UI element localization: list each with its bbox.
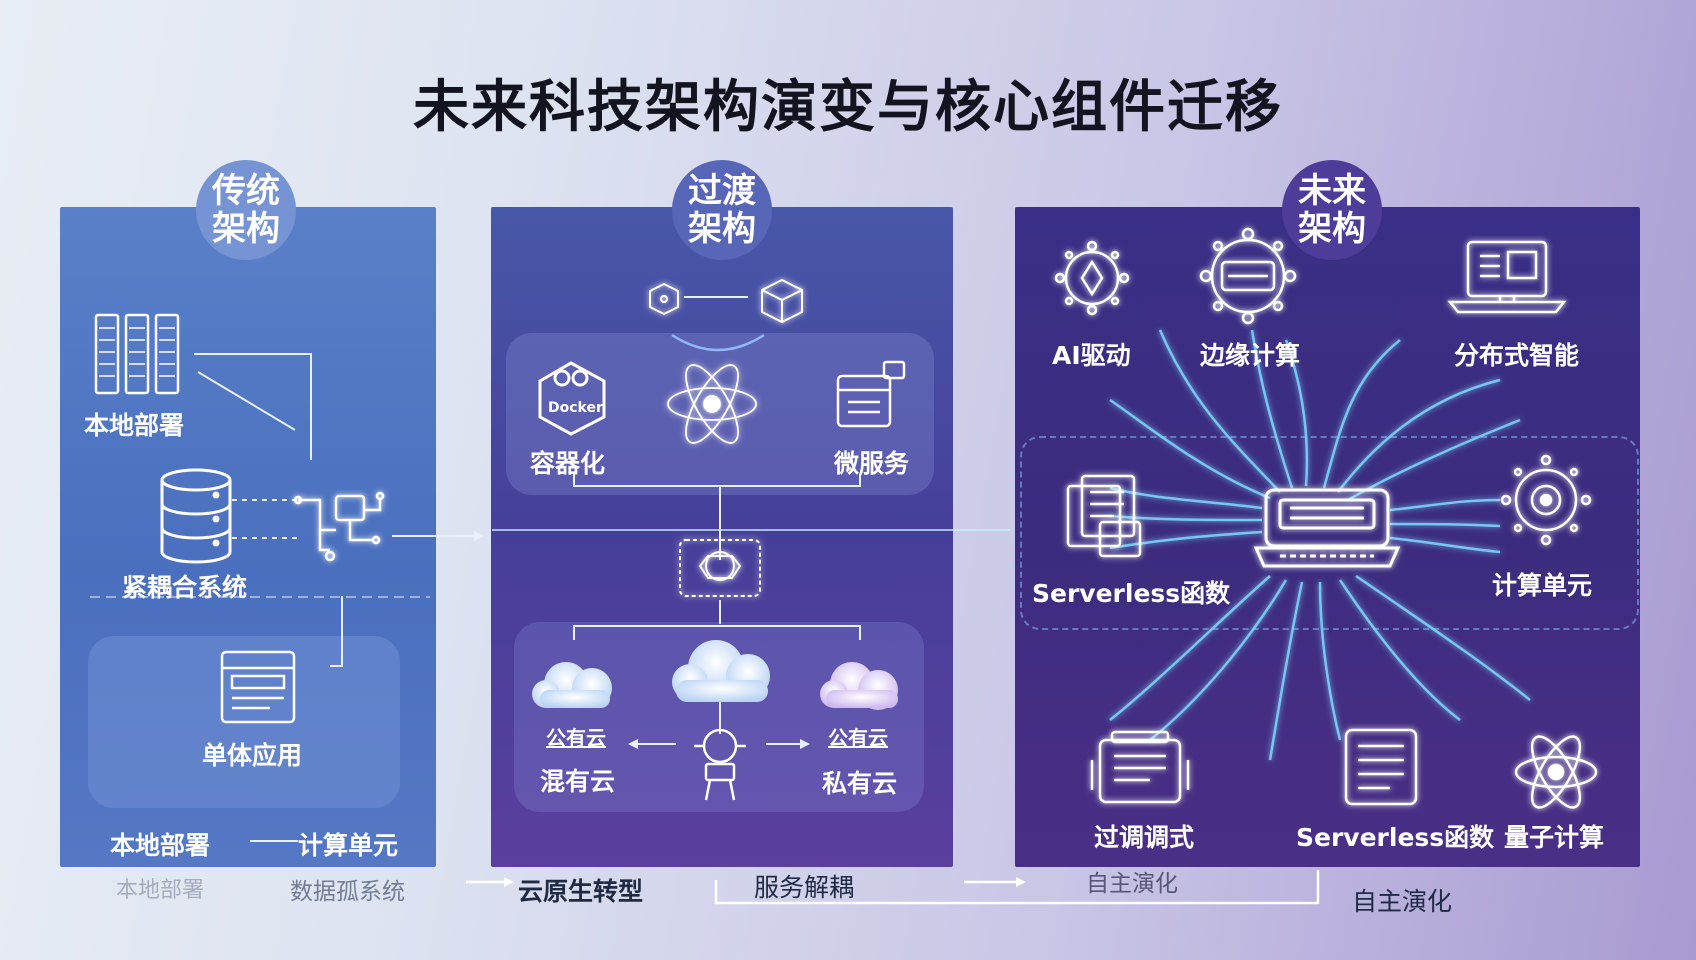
label-private-cloud: 私有云	[822, 769, 898, 798]
badge-transitional-line1: 过渡	[688, 171, 756, 211]
label-bottom-on-premise: 本地部署	[110, 831, 211, 860]
label-public-cloud-right: 公有云	[828, 726, 888, 750]
footer-faded-data-silo: 数据孤系统	[290, 879, 405, 905]
label-ai-driven: AI驱动	[1052, 341, 1131, 370]
label-serverless-left: Serverless函数	[1032, 579, 1231, 608]
badge-traditional: 传统 架构	[196, 160, 296, 260]
label-containerization: 容器化	[530, 449, 606, 478]
label-hybrid-cloud: 混有云	[540, 767, 616, 796]
badge-traditional-line1: 传统	[212, 171, 280, 211]
monolith-group	[88, 636, 400, 808]
label-serverless-bottom: Serverless函数	[1296, 823, 1495, 852]
badge-future-line2: 架构	[1298, 209, 1366, 249]
label-debug-mode: 过调调式	[1094, 823, 1195, 852]
label-tightly-coupled: 紧耦合系统	[122, 573, 248, 602]
footer-cloud-native: 云原生转型	[518, 877, 644, 906]
badge-future: 未来 架构	[1282, 160, 1382, 260]
label-compute-unit: 计算单元	[1492, 571, 1593, 600]
label-monolith: 单体应用	[202, 741, 303, 770]
footer-faded-on-premise: 本地部署	[116, 878, 205, 903]
label-on-premise: 本地部署	[84, 411, 185, 440]
label-distributed-intelligence: 分布式智能	[1454, 341, 1580, 370]
label-public-cloud-left: 公有云	[546, 726, 606, 750]
page-title: 未来科技架构演变与核心组件迁移	[413, 75, 1283, 140]
badge-transitional: 过渡 架构	[672, 160, 772, 260]
footer-autonomous-evolution-1: 自主演化	[1086, 871, 1178, 897]
label-microservices: 微服务	[834, 449, 910, 478]
footer-service-decoupling: 服务解耦	[754, 873, 855, 902]
label-bottom-compute-unit: 计算单元	[298, 831, 399, 860]
badge-transitional-line2: 架构	[688, 209, 756, 249]
badge-future-line1: 未来	[1298, 171, 1366, 211]
label-quantum-computing: 量子计算	[1504, 823, 1605, 852]
label-edge-computing: 边缘计算	[1200, 341, 1301, 370]
footer-autonomous-evolution-2: 自主演化	[1352, 887, 1453, 916]
badge-traditional-line2: 架构	[212, 209, 280, 249]
